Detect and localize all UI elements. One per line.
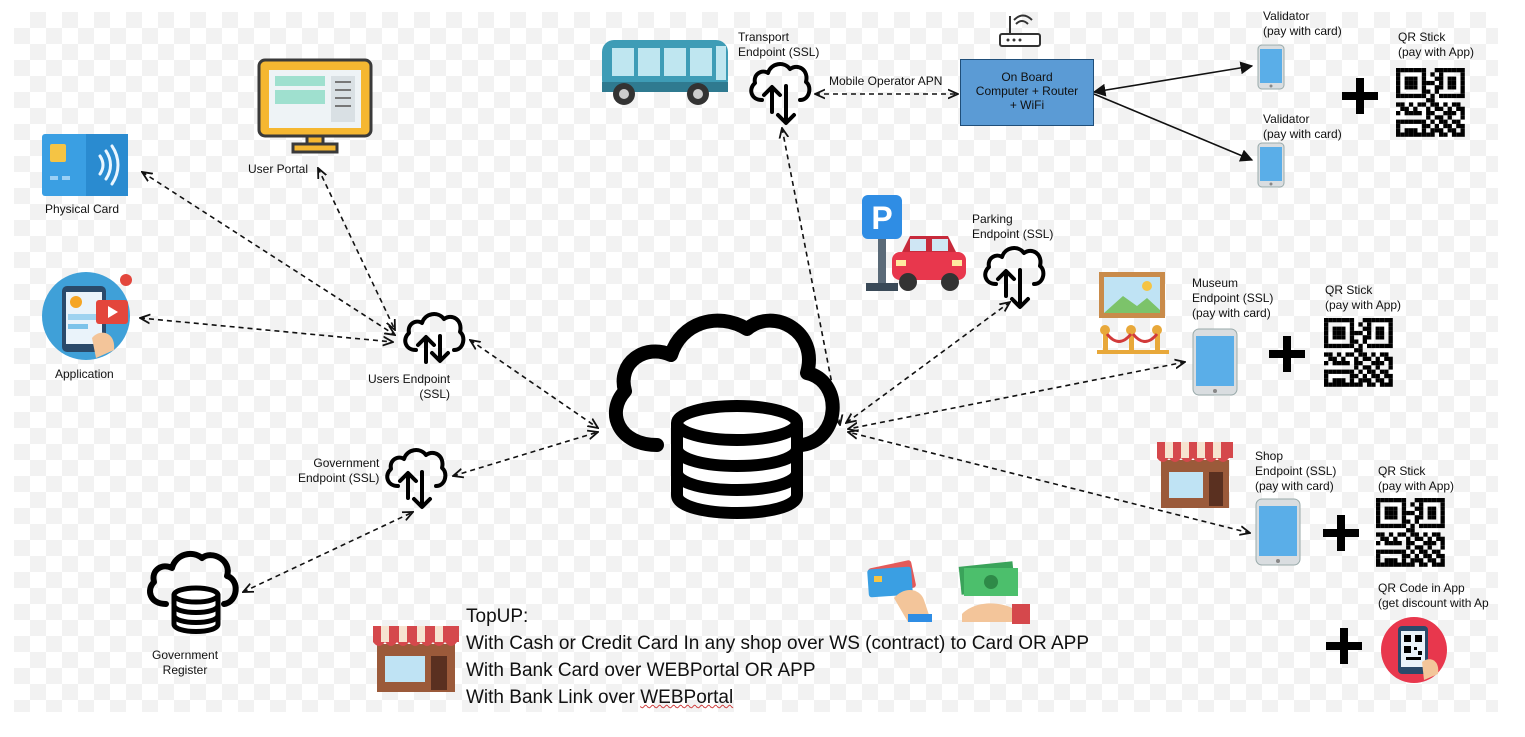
qr-phone-icon bbox=[1380, 616, 1450, 684]
topup-title: TopUP: bbox=[466, 606, 529, 627]
validator-2-label: Validator (pay with card) bbox=[1263, 112, 1342, 141]
router-icon bbox=[998, 12, 1042, 50]
car-icon bbox=[888, 230, 970, 294]
application-label: Application bbox=[55, 367, 114, 381]
onboard-computer-box: On Board Computer + Router + WiFi bbox=[960, 59, 1094, 126]
link-shop-core bbox=[848, 432, 1250, 533]
onboard-computer-label: On Board Computer + Router + WiFi bbox=[975, 70, 1079, 112]
qr-stick-museum-label: QR Stick (pay with App) bbox=[1325, 283, 1402, 312]
users-endpoint-label: Users Endpoint (SSL) bbox=[368, 372, 451, 401]
qr-code-icon bbox=[1396, 68, 1466, 138]
shop-icon bbox=[1157, 440, 1233, 510]
link-parking-core bbox=[846, 302, 1010, 423]
plus-icon bbox=[1340, 76, 1380, 116]
qr-code-icon bbox=[1376, 498, 1446, 568]
government-register-icon bbox=[142, 548, 242, 638]
topup-line-3-link: WEBPortal bbox=[640, 687, 734, 708]
validator-phone-icon bbox=[1257, 142, 1285, 188]
qr-code-in-app-label: QR Code in App (get discount with Ap bbox=[1378, 581, 1489, 610]
plus-icon bbox=[1267, 334, 1307, 374]
topup-line-1: With Cash or Credit Card In any shop ove… bbox=[466, 633, 1090, 654]
shop-icon bbox=[373, 624, 459, 694]
topup-line-3-prefix: With Bank Link over bbox=[466, 687, 641, 708]
link-register-gov bbox=[243, 512, 413, 592]
link-transport-core bbox=[782, 128, 840, 425]
shop-phone-icon bbox=[1255, 498, 1301, 566]
mobile-app-icon bbox=[40, 268, 136, 364]
cash-hand-icon bbox=[956, 560, 1032, 626]
qr-code-icon bbox=[1324, 318, 1394, 388]
parking-sign-icon: P bbox=[860, 193, 906, 295]
parking-endpoint-cloud-icon bbox=[980, 244, 1046, 310]
svg-text:P: P bbox=[871, 200, 892, 236]
link-users-core bbox=[470, 340, 598, 428]
museum-icon bbox=[1095, 270, 1175, 356]
plus-icon bbox=[1324, 626, 1364, 666]
museum-phone-icon bbox=[1192, 328, 1238, 396]
credit-card-hand-icon bbox=[864, 558, 936, 624]
bus-icon bbox=[600, 36, 736, 108]
museum-endpoint-label: Museum Endpoint (SSL) (pay with card) bbox=[1192, 276, 1274, 320]
user-portal-label: User Portal bbox=[248, 162, 309, 176]
link-router-validator1 bbox=[1092, 61, 1254, 97]
link-museum-core bbox=[848, 362, 1185, 429]
link-gov-core bbox=[453, 432, 598, 476]
validator-1-label: Validator (pay with card) bbox=[1263, 9, 1342, 38]
topup-line-2: With Bank Card over WEBPortal OR APP bbox=[466, 660, 816, 681]
cloud-database-icon bbox=[597, 305, 847, 525]
government-register-label: Government Register bbox=[152, 648, 219, 677]
monitor-icon bbox=[257, 58, 373, 154]
validator-phone-icon bbox=[1257, 44, 1285, 90]
link-router-validator2 bbox=[1093, 93, 1254, 162]
shop-endpoint-label: Shop Endpoint (SSL) (pay with card) bbox=[1255, 449, 1337, 493]
parking-endpoint-label: Parking Endpoint (SSL) bbox=[972, 212, 1054, 241]
qr-stick-transport-label: QR Stick (pay with App) bbox=[1398, 30, 1475, 59]
link-portal-users bbox=[318, 168, 395, 330]
link-app-users bbox=[140, 318, 393, 342]
topup-block: TopUP: With Cash or Credit Card In any s… bbox=[466, 603, 1089, 711]
qr-stick-shop-label: QR Stick (pay with App) bbox=[1378, 464, 1455, 493]
transport-endpoint-cloud-icon bbox=[746, 60, 812, 126]
users-endpoint-cloud-icon bbox=[400, 310, 466, 366]
topup-line-3: With Bank Link over WEBPortal bbox=[466, 684, 1089, 711]
physical-card-label: Physical Card bbox=[45, 202, 120, 216]
link-card-users bbox=[142, 172, 395, 335]
mobile-operator-apn-label: Mobile Operator APN bbox=[829, 74, 943, 88]
government-endpoint-cloud-icon bbox=[382, 446, 448, 510]
plus-icon bbox=[1321, 513, 1361, 553]
payment-card-icon bbox=[42, 134, 128, 196]
transport-endpoint-label: Transport Endpoint (SSL) bbox=[738, 30, 820, 59]
government-endpoint-label: Government Endpoint (SSL) bbox=[298, 456, 380, 485]
